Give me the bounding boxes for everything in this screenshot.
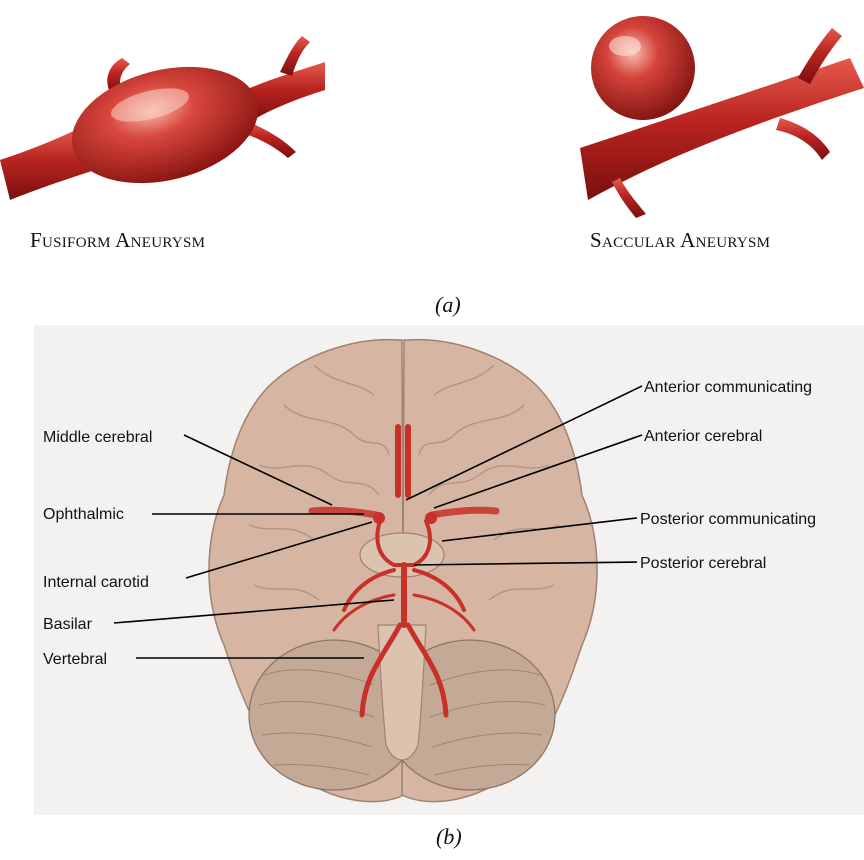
fusiform-aneurysm-illustration [0, 0, 330, 220]
saccular-aneurysm-illustration [580, 0, 864, 220]
label-posterior-cerebral: Posterior cerebral [640, 555, 766, 572]
label-vertebral: Vertebral [43, 651, 107, 668]
internal-carotid-left [373, 512, 385, 524]
brain-arteries-panel: Middle cerebral Ophthalmic Internal caro… [34, 325, 864, 815]
fusiform-aneurysm-caption: Fusiform Aneurysm [30, 228, 205, 253]
label-posterior-communicating: Posterior communicating [640, 511, 816, 528]
panel-a-sublabel: (a) [435, 292, 461, 318]
label-ophthalmic: Ophthalmic [43, 506, 124, 523]
panel-b-sublabel: (b) [436, 824, 462, 850]
saccular-aneurysm-caption: Saccular Aneurysm [590, 228, 770, 253]
label-middle-cerebral: Middle cerebral [43, 429, 152, 446]
label-basilar: Basilar [43, 616, 93, 633]
internal-carotid-right [425, 512, 437, 524]
label-anterior-communicating: Anterior communicating [644, 379, 812, 396]
label-internal-carotid: Internal carotid [43, 574, 149, 591]
brain-arteries-diagram: Middle cerebral Ophthalmic Internal caro… [34, 325, 864, 815]
label-anterior-cerebral: Anterior cerebral [644, 428, 762, 445]
